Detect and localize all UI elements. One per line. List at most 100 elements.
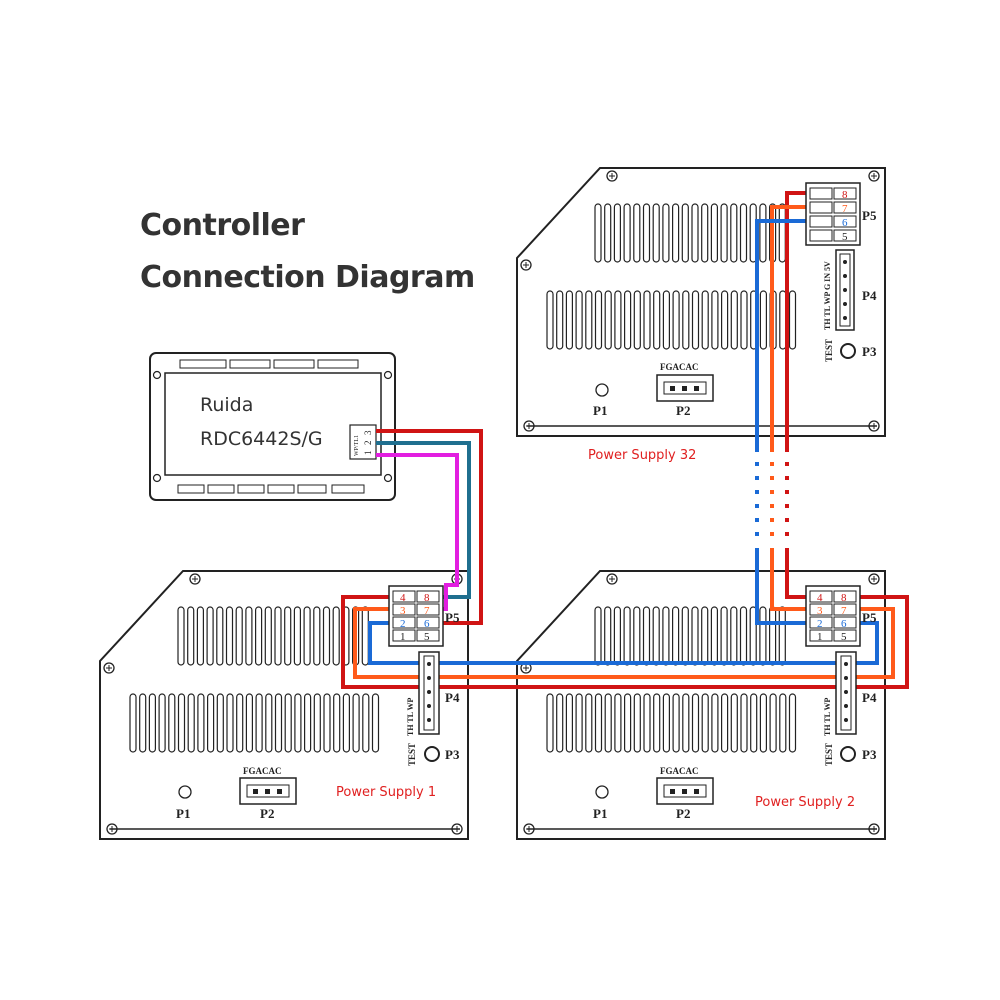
ps2-p5-pin-2: 2 bbox=[817, 618, 823, 630]
vent-slot bbox=[565, 290, 574, 350]
vent-slot bbox=[711, 290, 719, 350]
vent-slot bbox=[740, 290, 748, 350]
vent-slot bbox=[710, 203, 718, 263]
vent-slot bbox=[225, 606, 234, 666]
vent-slot bbox=[750, 693, 758, 753]
vent-slot bbox=[129, 693, 137, 753]
ps32-p3-label: P3 bbox=[862, 344, 877, 359]
controller-pin-3: 3 bbox=[363, 430, 373, 435]
ps32-p4-label: P4 bbox=[862, 288, 877, 303]
controller-pin-2: 2 bbox=[363, 441, 373, 446]
vent-slot bbox=[682, 290, 690, 350]
vent-slot bbox=[623, 693, 632, 753]
ps1-details: 4 8 3 7 2 6 1 5 P5 TH TL WP P4 TEST P3 P… bbox=[176, 585, 460, 821]
vent-slot bbox=[594, 693, 603, 753]
ps32-name-label: Power Supply 32 bbox=[588, 448, 696, 463]
vent-slot bbox=[643, 290, 651, 350]
ps2-p5-pin-3: 3 bbox=[817, 605, 823, 617]
vent-slot bbox=[710, 606, 718, 666]
ps1-p3-label: P3 bbox=[445, 747, 460, 762]
vent-slot bbox=[788, 693, 797, 753]
ps2-p5-pin-4: 4 bbox=[817, 592, 823, 604]
wire-orange-ps2 bbox=[770, 548, 812, 611]
vent-slot bbox=[779, 290, 787, 350]
vent-slot bbox=[322, 606, 331, 666]
ps32-p5-pin-8: 8 bbox=[842, 189, 848, 201]
ps2-p5-pin-6: 6 bbox=[841, 618, 847, 630]
vent-slot bbox=[206, 693, 215, 753]
ps2-p2-label: P2 bbox=[676, 806, 690, 821]
vent-slot bbox=[721, 693, 729, 753]
vent-slot bbox=[701, 203, 709, 263]
vent-grille-upper bbox=[594, 203, 786, 263]
vent-slot bbox=[653, 693, 661, 753]
vent-slot bbox=[313, 606, 321, 666]
vent-slot bbox=[187, 606, 195, 666]
vent-slot bbox=[769, 693, 777, 753]
vent-slot bbox=[274, 693, 283, 753]
vent-slot bbox=[769, 606, 777, 666]
vent-slot bbox=[614, 693, 622, 753]
vent-slot bbox=[264, 606, 272, 666]
wire-blue-ps2 bbox=[755, 548, 812, 625]
vent-slot bbox=[672, 693, 680, 753]
vent-slot bbox=[739, 606, 748, 666]
vent-slot bbox=[691, 203, 699, 263]
ps1-p5-pin-4: 4 bbox=[400, 592, 406, 604]
vent-slot bbox=[585, 693, 593, 753]
ps2-p4-pin-labels: TH TL WP bbox=[823, 698, 832, 737]
ps1-p1-label: P1 bbox=[176, 806, 190, 821]
vent-slot bbox=[594, 606, 602, 666]
ps2-test-label: TEST bbox=[824, 743, 834, 766]
ps1-p5-pin-1: 1 bbox=[400, 631, 406, 643]
ps1-p5-pin-8: 8 bbox=[424, 592, 430, 604]
wire-red-ps2 bbox=[785, 548, 812, 599]
vent-slot bbox=[594, 203, 602, 263]
vent-slot bbox=[653, 290, 661, 350]
vent-slot bbox=[701, 606, 709, 666]
controller-bottom-connectors bbox=[177, 484, 365, 494]
vent-slot bbox=[730, 290, 738, 350]
vent-slot bbox=[284, 693, 292, 753]
vent-slot bbox=[265, 693, 273, 753]
vent-slot bbox=[662, 606, 670, 666]
vent-slot bbox=[633, 290, 641, 350]
ps32-p5-connector: 8 7 6 5 P5 bbox=[805, 182, 877, 246]
diagram-title-line1: Controller bbox=[140, 208, 305, 243]
vent-slot bbox=[575, 693, 583, 753]
vent-slot bbox=[642, 606, 651, 666]
vent-slot bbox=[720, 203, 728, 263]
vent-slot bbox=[730, 606, 738, 666]
vent-slot bbox=[245, 693, 253, 753]
vent-slot bbox=[759, 693, 767, 753]
vent-slot bbox=[691, 606, 699, 666]
ps1-p2-pins-label: FGACAC bbox=[243, 766, 282, 776]
vent-slot bbox=[779, 693, 787, 753]
vent-slot bbox=[197, 693, 205, 753]
vent-slot bbox=[594, 290, 603, 350]
vent-slot bbox=[662, 693, 670, 753]
ps2-p2-pins-label: FGACAC bbox=[660, 766, 699, 776]
ps1-p3-test-button bbox=[424, 746, 440, 762]
vent-slot bbox=[294, 693, 302, 753]
vent-slot bbox=[711, 693, 719, 753]
ps1-p5-pin-2: 2 bbox=[400, 618, 406, 630]
ps1-p5-pin-6: 6 bbox=[424, 618, 430, 630]
vent-slot bbox=[226, 693, 234, 753]
controller-brand: Ruida bbox=[200, 394, 253, 416]
controller-model: RDC6442S/G bbox=[200, 428, 323, 450]
vent-slot bbox=[216, 606, 224, 666]
ps2-p5-pin-7: 7 bbox=[841, 605, 847, 617]
ps1-p4-connector: TH TL WP P4 bbox=[406, 651, 460, 736]
controller-laser-port bbox=[349, 424, 377, 460]
vent-slot bbox=[361, 606, 369, 666]
vent-slot bbox=[730, 203, 738, 263]
vent-slot bbox=[575, 290, 583, 350]
vent-slot bbox=[642, 203, 651, 263]
vent-slot bbox=[139, 693, 147, 753]
vent-slot bbox=[623, 290, 632, 350]
vent-slot bbox=[177, 693, 186, 753]
ps1-p5-label: P5 bbox=[445, 610, 460, 625]
vent-slot bbox=[342, 693, 350, 753]
vent-slot bbox=[168, 693, 176, 753]
